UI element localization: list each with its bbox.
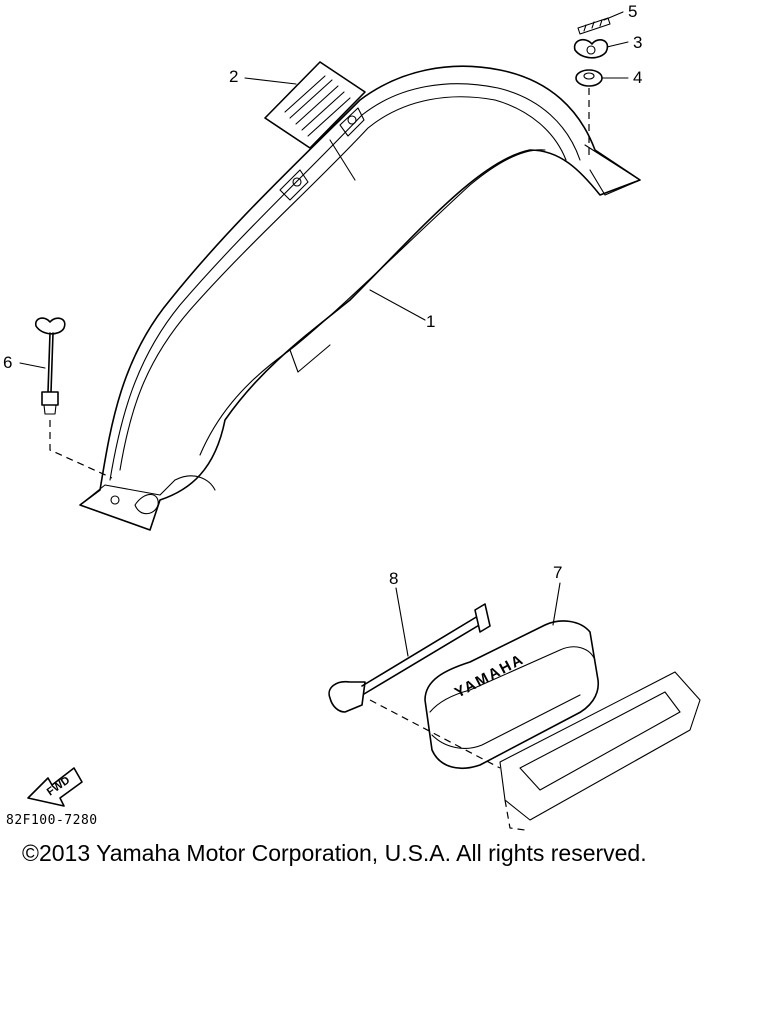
part-code: 82F100-7280	[6, 813, 98, 828]
rear-fender-part-1	[79, 65, 641, 531]
callout-8: 8	[389, 569, 398, 588]
callout-3: 3	[633, 33, 642, 52]
copyright-notice: ©2013 Yamaha Motor Corporation, U.S.A. A…	[22, 840, 647, 866]
tool-box-part-7: YAMAHA	[424, 620, 600, 769]
callout-4: 4	[633, 68, 642, 87]
callout-1: 1	[426, 312, 435, 331]
decal-label-part-2	[264, 61, 366, 181]
assembly-line-strap	[369, 699, 501, 769]
callout-5: 5	[628, 2, 637, 21]
callout-numbers: 1 2 3 4 5 6 7 8	[3, 2, 642, 588]
callout-2: 2	[229, 67, 238, 86]
screw-part-5	[577, 17, 611, 35]
leader-lines	[19, 11, 629, 657]
assembly-line-front	[49, 420, 113, 479]
callout-7: 7	[553, 563, 562, 582]
callout-6: 6	[3, 353, 12, 372]
bolt-part-6	[34, 317, 66, 415]
forward-arrow-icon: FWD	[27, 767, 83, 807]
washer-part-4	[575, 69, 603, 87]
wing-nut-part-3	[573, 38, 609, 59]
strap-part-8	[328, 603, 491, 713]
tool-box-tray	[499, 671, 701, 831]
